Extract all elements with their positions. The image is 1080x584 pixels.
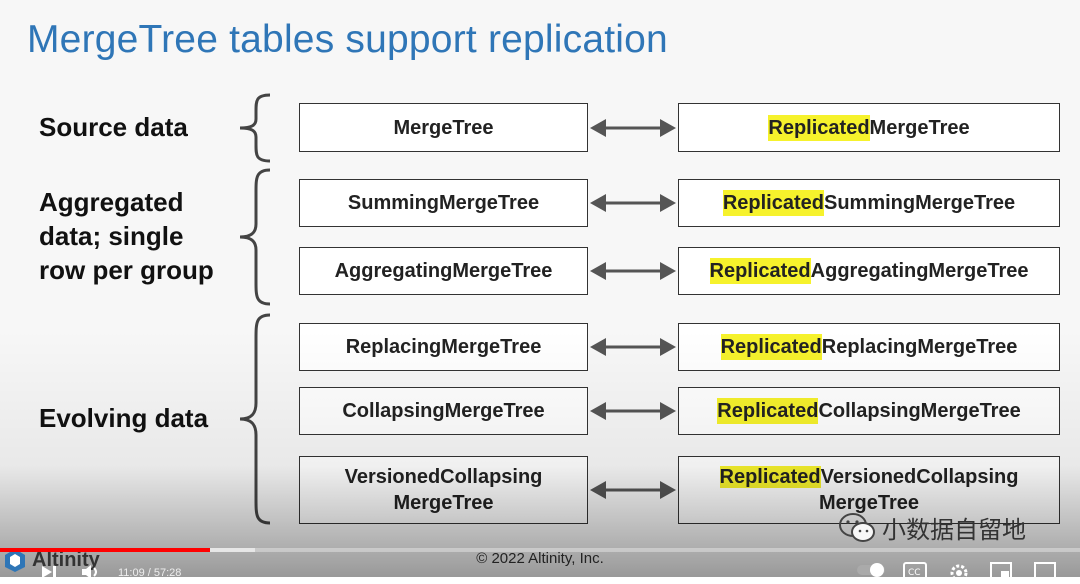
engine-name: MergeTree: [869, 116, 970, 139]
altinity-logo-icon: [5, 549, 25, 572]
engine-name: MergeTree: [393, 116, 494, 139]
replicated-highlight: Replicated: [768, 114, 870, 141]
brace-evolving: [239, 313, 271, 525]
category-source-data: Source data: [39, 112, 188, 142]
engine-name: CollapsingMergeTree: [342, 400, 545, 422]
engine-box-summingmergetree: SummingMergeTree: [299, 179, 588, 227]
engine-name: CollapsingMergeTree: [818, 400, 1021, 422]
altinity-logo: Altinity: [2, 547, 100, 573]
category-aggregated-line-1: Aggregated: [39, 187, 184, 217]
video-time: 11:09 / 57:28: [118, 567, 182, 579]
replicated-highlight: Replicated: [719, 466, 821, 488]
engine-name-line-1: VersionedCollapsing: [344, 466, 543, 488]
play-icon[interactable]: [38, 562, 58, 582]
engine-name-line-2: MergeTree: [818, 492, 920, 514]
replicated-highlight: Replicated: [720, 334, 822, 360]
brace-aggregated: [239, 168, 271, 306]
brace-source: [239, 93, 271, 163]
bidirectional-arrow-icon: [590, 402, 676, 420]
engine-box-aggregatingmergetree: AggregatingMergeTree: [299, 247, 588, 295]
watermark: 小数据自留地: [838, 510, 1026, 545]
video-progress-bar[interactable]: [0, 548, 1080, 552]
category-aggregated-data: Aggregated data; single row per group: [39, 185, 214, 287]
copyright-text: © 2022 Altinity, Inc.: [476, 550, 604, 567]
engine-box-mergetree: MergeTree: [299, 103, 588, 152]
replicated-highlight: Replicated: [709, 258, 811, 284]
engine-name: ReplacingMergeTree: [345, 336, 542, 358]
played-progress: [0, 548, 210, 552]
engine-name: AggregatingMergeTree: [810, 260, 1029, 282]
engine-name-line-1: VersionedCollapsing: [820, 466, 1019, 488]
autoplay-toggle-icon[interactable]: [856, 562, 886, 578]
engine-name: SummingMergeTree: [347, 192, 540, 214]
settings-icon[interactable]: [948, 562, 970, 584]
bidirectional-arrow-icon: [590, 481, 676, 499]
engine-box-replacingmergetree: ReplacingMergeTree: [299, 323, 588, 371]
engine-box-replicated-versionedcollapsingmergetree: ReplicatedVersionedCollapsing MergeTree: [678, 456, 1060, 524]
watermark-text: 小数据自留地: [882, 516, 1026, 544]
category-aggregated-line-2: data; single: [39, 221, 184, 251]
captions-icon[interactable]: CC: [903, 562, 927, 580]
bidirectional-arrow-icon: [590, 194, 676, 212]
logo-text: Altinity: [32, 548, 100, 571]
slide-title: MergeTree tables support replication: [27, 18, 668, 61]
bidirectional-arrow-icon: [590, 262, 676, 280]
miniplayer-icon[interactable]: [990, 562, 1012, 580]
bidirectional-arrow-icon: [590, 338, 676, 356]
engine-box-versionedcollapsingmergetree: VersionedCollapsing MergeTree: [299, 456, 588, 524]
svg-text:CC: CC: [908, 568, 921, 578]
fullscreen-icon[interactable]: [1034, 562, 1056, 580]
engine-box-collapsingmergetree: CollapsingMergeTree: [299, 387, 588, 435]
category-aggregated-line-3: row per group: [39, 255, 214, 285]
buffered-progress: [209, 548, 255, 552]
replicated-highlight: Replicated: [722, 190, 824, 216]
engine-name: SummingMergeTree: [823, 192, 1016, 214]
wechat-icon: [839, 512, 875, 542]
category-evolving-data: Evolving data: [39, 403, 209, 433]
engine-name-line-2: MergeTree: [393, 492, 494, 514]
engine-name: ReplacingMergeTree: [821, 336, 1018, 358]
bidirectional-arrow-icon: [590, 119, 676, 137]
volume-icon[interactable]: [80, 562, 102, 582]
engine-name: AggregatingMergeTree: [334, 260, 553, 282]
replicated-highlight: Replicated: [717, 398, 819, 424]
